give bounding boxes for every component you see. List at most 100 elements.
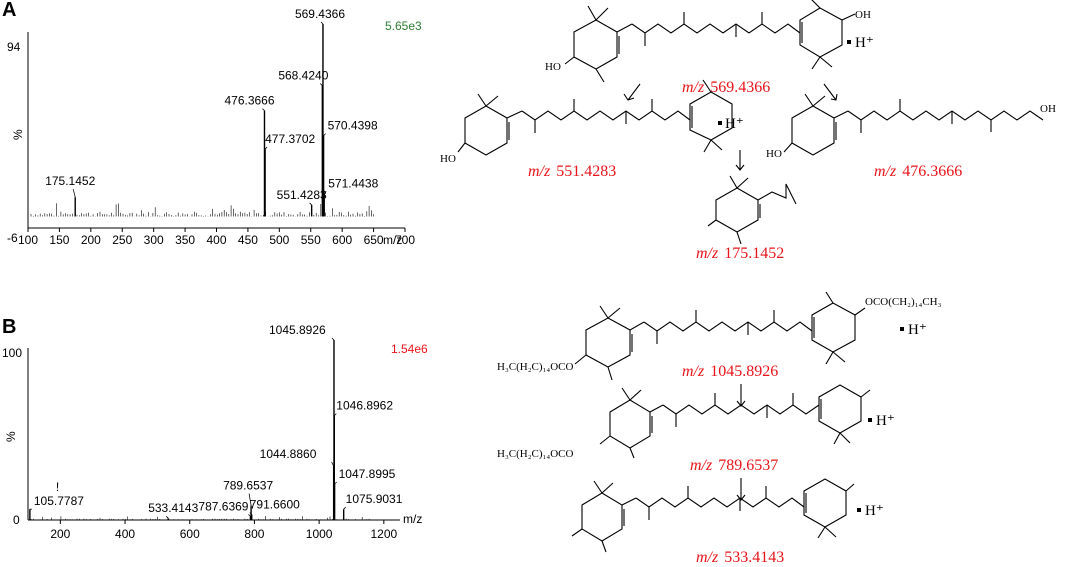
peak-label: 570.4398 <box>328 119 378 133</box>
x-tick-label: 800 <box>244 527 264 541</box>
peak-label: 569.4366 <box>295 7 345 21</box>
structure-b-533-hplus: H⁺ <box>865 503 884 519</box>
structure-a-551-ho: HO <box>440 153 456 165</box>
structure-b-parent-hplus: H⁺ <box>908 322 927 338</box>
baseline-noise <box>30 203 374 217</box>
peak-leader <box>334 481 337 485</box>
peak-label: 105.7787 <box>34 494 84 508</box>
peak-label: 571.4438 <box>328 176 378 190</box>
peak-label: 1045.8926 <box>269 323 326 337</box>
spectrum-a-intensity: 5.65e3 <box>385 19 422 33</box>
peak-label: 568.4240 <box>278 69 328 83</box>
peak-label: 1046.8962 <box>336 399 393 413</box>
structure-a-476-ho: HO <box>766 148 782 160</box>
peak-leader <box>323 133 326 136</box>
x-tick-label: 600 <box>332 233 352 247</box>
peak-label: 175.1452 <box>45 174 95 188</box>
peak-label: 551.4283 <box>277 188 327 202</box>
structure-a-parent-oh: OH <box>855 9 871 21</box>
structure-b-parent: OCO(CH₂)₁₄CH₃ H₃C(H₂C)₁₄OCO H⁺ <box>497 291 942 381</box>
spectrum-a-y-axis-label: % <box>11 129 25 140</box>
peak-leader <box>264 146 268 150</box>
peak-label: 1047.8995 <box>339 467 396 481</box>
peak-leader <box>309 202 312 206</box>
peak-leader <box>165 515 169 519</box>
peak-leader <box>72 189 76 198</box>
structure-b-789-ester: H₃C(H₂C)₁₄OCO <box>497 448 574 460</box>
x-tick-label: 150 <box>49 233 69 247</box>
x-tick-label: 100 <box>18 233 38 247</box>
spectrum-b-ymin-label: 0 <box>13 513 20 527</box>
spectrum-a-ymax-label: 94 <box>7 40 21 54</box>
structure-b-fragment-789: H₃C(H₂C)₁₄OCO H⁺ <box>497 384 895 460</box>
structure-b-fragment-533: H⁺ <box>571 478 884 553</box>
peak-leader <box>320 21 324 25</box>
peak-label: 787.6369 <box>198 499 248 513</box>
spectrum-a-x-axis-label: m/z <box>383 233 402 247</box>
peak-leader <box>334 413 337 416</box>
x-tick-label: 650 <box>364 233 384 247</box>
spectrum-b-intensity: 1.54e6 <box>391 342 428 356</box>
x-tick-label: 400 <box>206 233 226 247</box>
x-tick-label: 500 <box>269 233 289 247</box>
spectrum-b-x-axis-label: m/z <box>403 512 422 526</box>
structure-a-551-hplus: H⁺ <box>725 116 744 132</box>
x-tick-label: 300 <box>144 233 164 247</box>
peak-label: 533.4143 <box>148 501 198 515</box>
peak-leader <box>249 512 253 515</box>
peak-leader <box>248 514 251 517</box>
x-tick-label: 200 <box>50 527 70 541</box>
peak-label: 476.3666 <box>224 94 274 108</box>
peak-label: 477.3702 <box>265 132 315 146</box>
structure-a-fragment-551: HO H⁺ <box>440 79 744 165</box>
spectrum-a-peaks: 175.1452 476.3666 477.3702 551.4283 568.4240… <box>45 7 379 217</box>
baseline-noise <box>30 516 370 520</box>
peak-leader <box>331 337 335 341</box>
spectrum-b-noise <box>30 516 370 520</box>
peak-marker: ! <box>56 480 59 494</box>
peak-leader <box>248 493 252 506</box>
spectrum-b-y-axis-label: % <box>4 431 18 442</box>
x-tick-label: 550 <box>301 233 321 247</box>
x-tick-label: 350 <box>175 233 195 247</box>
x-tick-label: 700 <box>395 233 415 247</box>
spectrum-a-noise <box>30 203 374 217</box>
peak-leader <box>262 108 265 111</box>
peak-label: 1044.8860 <box>260 447 317 461</box>
peak-label: 789.6537 <box>223 479 273 493</box>
structure-a-fragment-476: OH HO <box>766 93 1056 160</box>
spectrum-a-ymin-label: -6 <box>7 231 18 245</box>
peak-label: 1075.9031 <box>346 492 403 506</box>
x-tick-label: 1000 <box>306 527 333 541</box>
panel-label-b: B <box>2 316 16 338</box>
structure-a-parent: OH HO H⁺ <box>545 0 874 83</box>
structure-a-fragment-175 <box>707 175 797 245</box>
x-tick-label: 400 <box>115 527 135 541</box>
peak-leader <box>320 83 323 86</box>
x-tick-label: 600 <box>180 527 200 541</box>
structure-a-476-oh: OH <box>1040 103 1056 115</box>
x-tick-label: 450 <box>238 233 258 247</box>
structure-b-parent-ester-left: H₃C(H₂C)₁₄OCO <box>497 361 574 373</box>
panel-label-a: A <box>2 0 16 21</box>
spectrum-a: 94 -6 % 5.65e3 m/z 175.1452 476.3666 477.3… <box>7 7 422 247</box>
x-tick-label: 250 <box>112 233 132 247</box>
spectrum-b-ymax-label: 100 <box>2 346 22 360</box>
peak-leader <box>343 506 346 510</box>
structure-a-parent-ho: HO <box>545 61 561 73</box>
structure-b-789-hplus: H⁺ <box>876 413 895 429</box>
peak-label: 791.6600 <box>250 498 300 512</box>
